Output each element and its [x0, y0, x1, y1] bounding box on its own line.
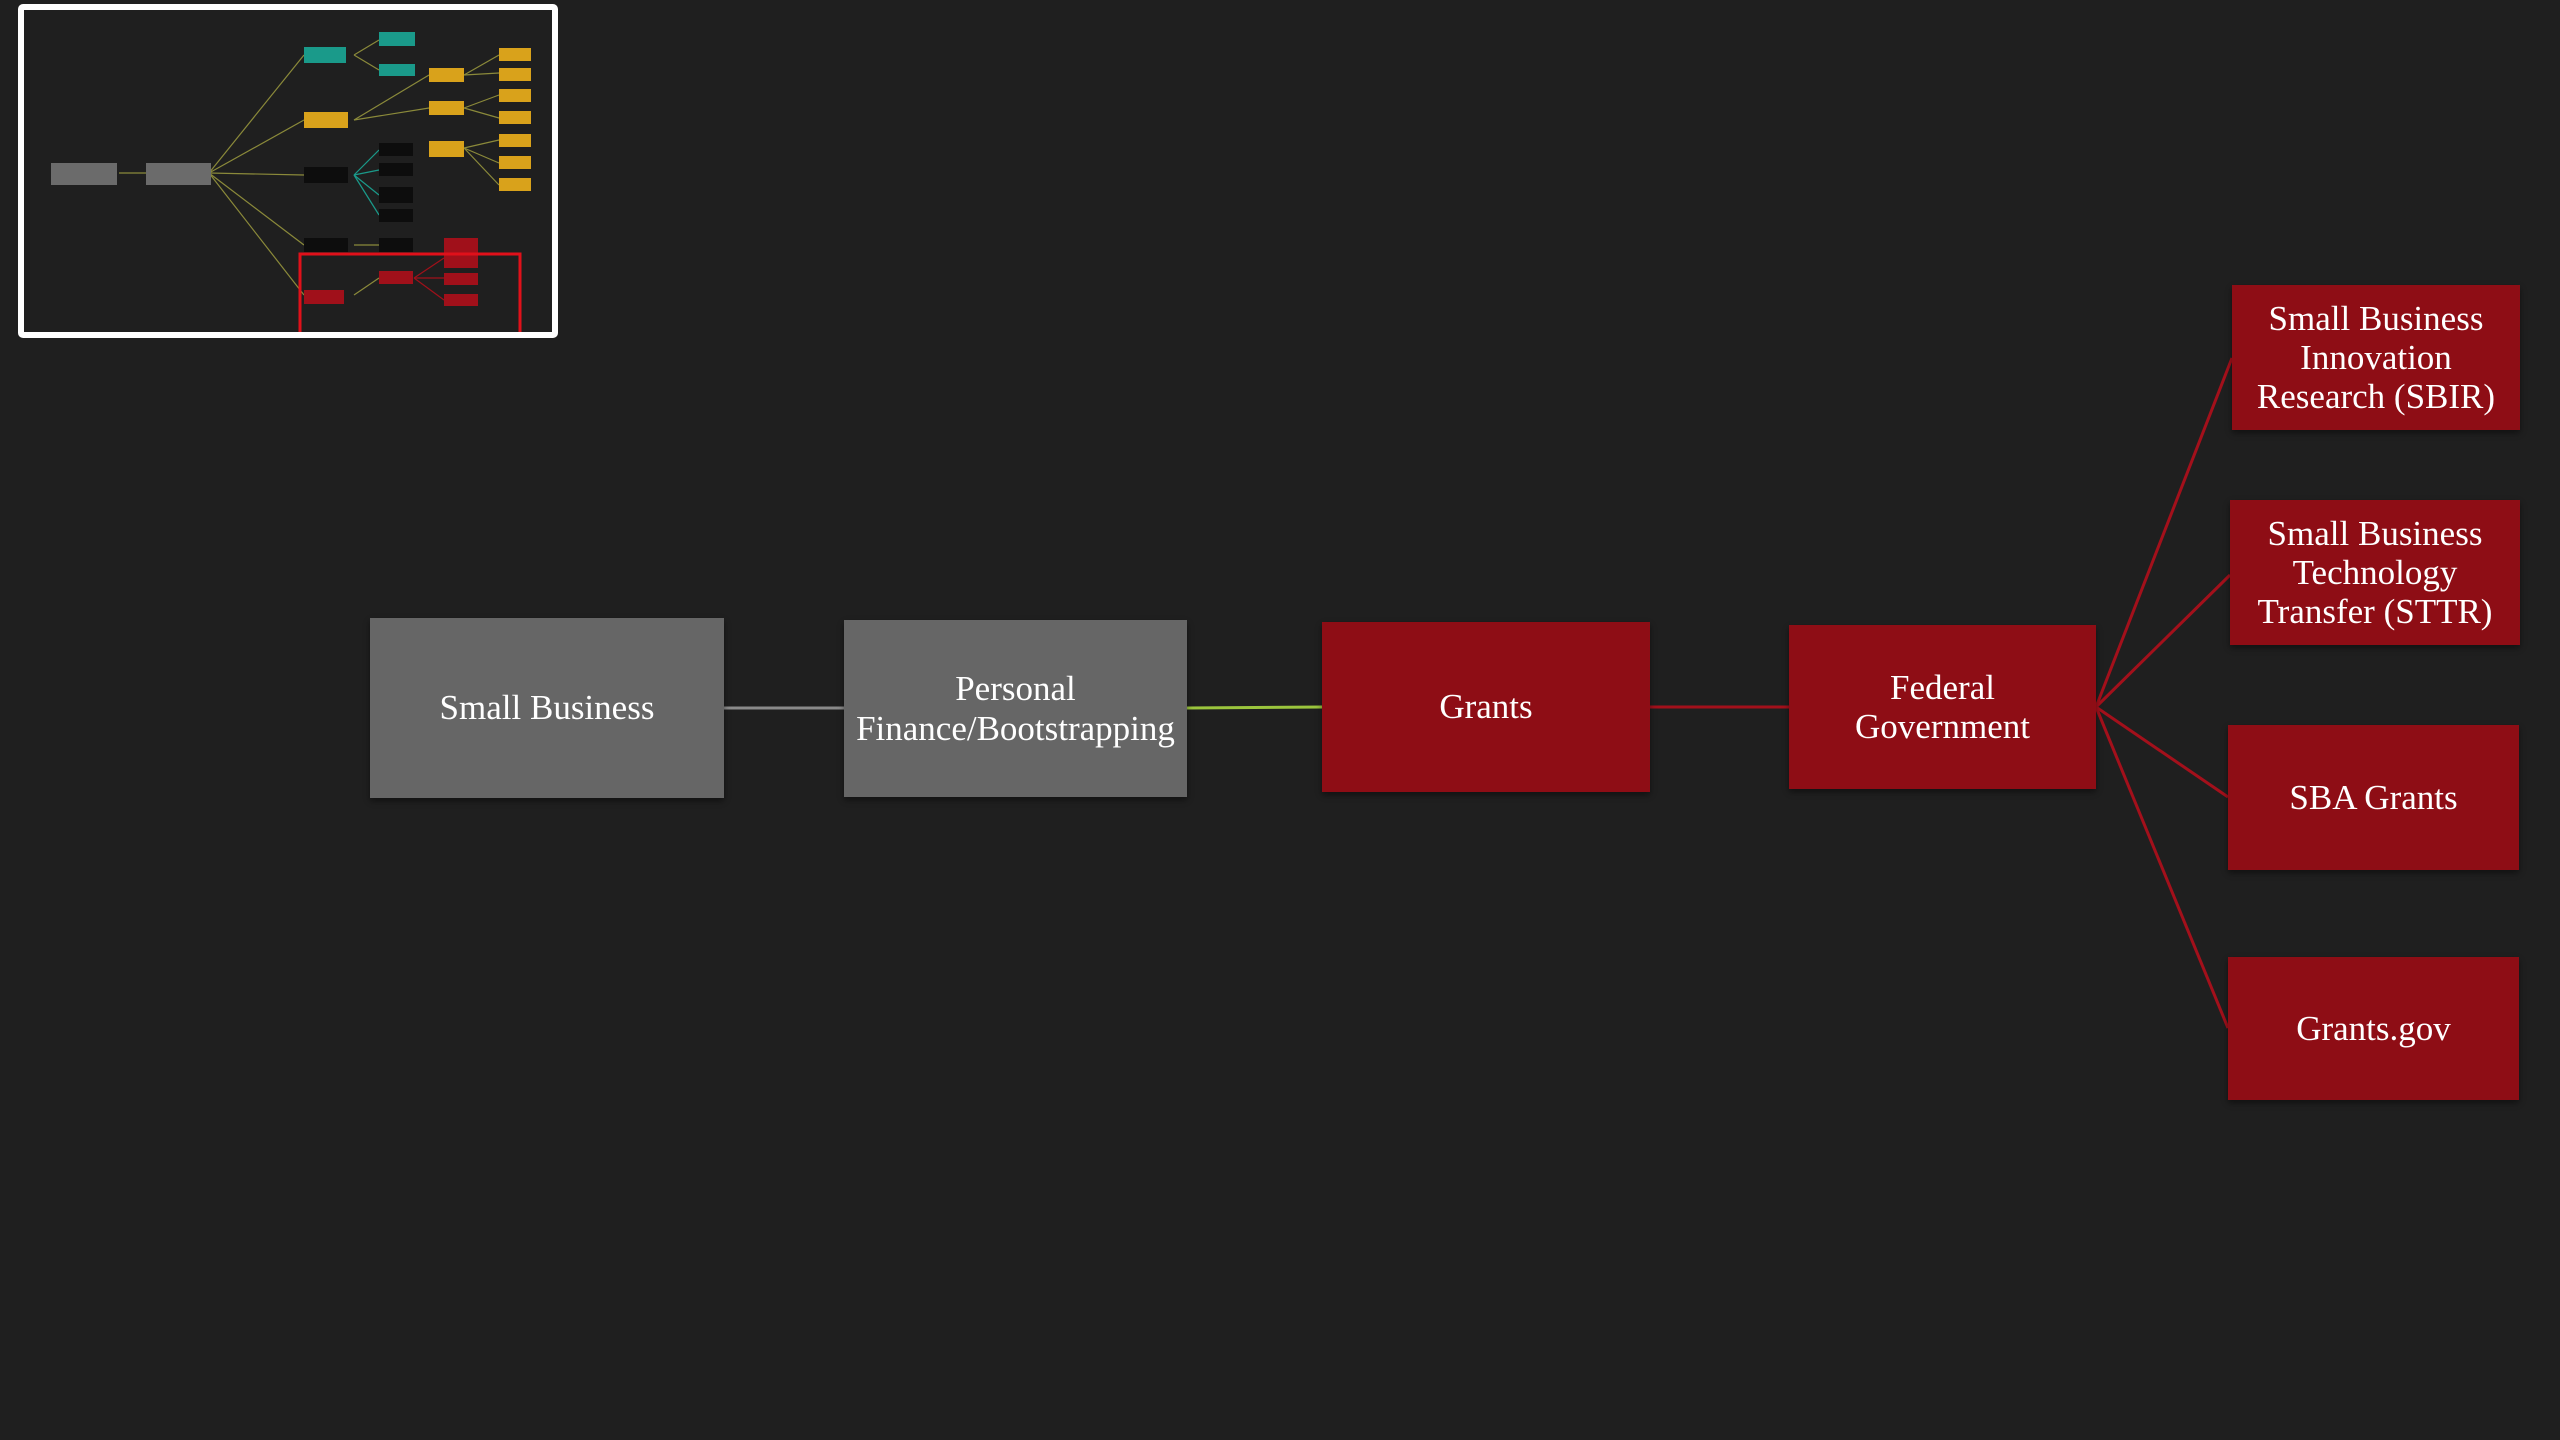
minimap-node — [429, 68, 464, 82]
minimap-node — [51, 163, 117, 185]
node-sbir-label: Small Business Innovation Research (SBIR… — [2256, 298, 2496, 417]
node-sba-grants-label: SBA Grants — [2289, 777, 2458, 817]
connector-federal-sba-grants — [2095, 705, 2229, 799]
minimap-node — [429, 141, 464, 157]
minimap-node — [304, 47, 346, 63]
minimap-connectors — [119, 39, 500, 296]
node-sba-grants[interactable]: SBA Grants — [2228, 725, 2519, 870]
minimap-node — [146, 163, 211, 185]
minimap-node — [444, 238, 478, 254]
minimap-node — [379, 64, 415, 76]
node-personal-finance-bootstrapping[interactable]: Personal Finance/Bootstrapping — [844, 620, 1187, 797]
minimap-node — [499, 156, 531, 169]
minimap-node — [444, 294, 478, 306]
minimap-node — [379, 271, 413, 284]
minimap-node — [379, 32, 415, 46]
node-grants-label: Grants — [1439, 687, 1533, 727]
minimap[interactable] — [18, 4, 558, 338]
minimap-node — [499, 178, 531, 191]
minimap-node — [304, 167, 348, 183]
node-small-business[interactable]: Small Business — [370, 618, 724, 798]
minimap-node — [444, 252, 478, 268]
minimap-node — [379, 163, 413, 176]
minimap-node — [499, 68, 531, 81]
minimap-node — [379, 209, 413, 222]
minimap-node — [304, 112, 348, 128]
connector-federal-sttr — [2094, 573, 2232, 709]
minimap-node — [304, 238, 348, 252]
minimap-node — [379, 238, 413, 252]
minimap-node — [444, 273, 478, 285]
minimap-node — [379, 143, 413, 156]
node-small-business-label: Small Business — [439, 688, 655, 728]
minimap-node — [429, 101, 464, 115]
node-federal-government[interactable]: Federal Government — [1789, 625, 2096, 789]
minimap-node — [379, 187, 413, 203]
connector-personal-finance-grants — [1186, 705, 1323, 710]
node-personal-finance-label: Personal Finance/Bootstrapping — [856, 669, 1175, 748]
minimap-diagram — [51, 32, 531, 332]
node-sttr[interactable]: Small Business Technology Transfer (STTR… — [2230, 500, 2520, 645]
minimap-node — [499, 111, 531, 124]
node-grants-gov[interactable]: Grants.gov — [2228, 957, 2519, 1100]
minimap-node — [499, 48, 531, 61]
minimap-node — [304, 290, 344, 304]
minimap-node — [499, 89, 531, 102]
node-sttr-label: Small Business Technology Transfer (STTR… — [2257, 513, 2493, 632]
connector-federal-grants-gov — [2094, 706, 2230, 1029]
minimap-node — [499, 134, 531, 147]
node-grants[interactable]: Grants — [1322, 622, 1650, 792]
connector-federal-sbir — [2094, 357, 2234, 708]
node-federal-government-label: Federal Government — [1855, 667, 2030, 746]
node-grants-gov-label: Grants.gov — [2296, 1008, 2451, 1048]
minimap-viewport-indicator — [298, 252, 522, 332]
node-sbir[interactable]: Small Business Innovation Research (SBIR… — [2232, 285, 2520, 430]
